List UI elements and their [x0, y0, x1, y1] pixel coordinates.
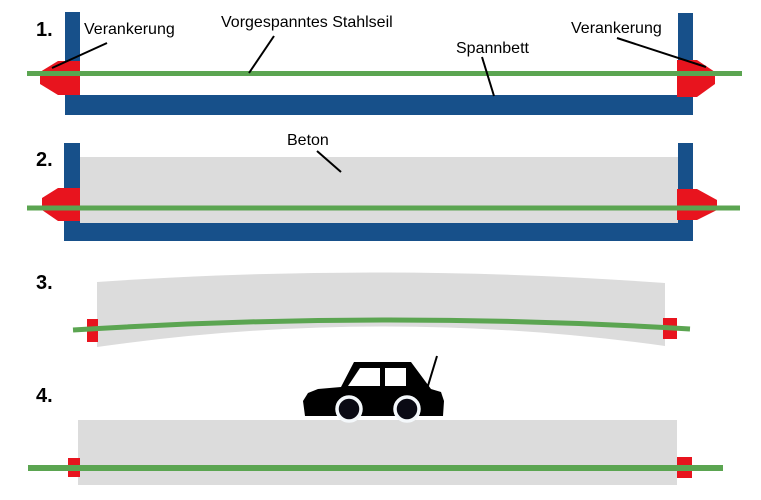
car-wheel-rear: [393, 395, 421, 423]
spannbett-bed-bar-step2: [64, 223, 693, 241]
car-window-front: [348, 368, 380, 386]
step-4-number: 4.: [36, 385, 53, 407]
step-3-group: [72, 272, 691, 347]
step-2-group: [27, 143, 740, 241]
anchor-right-step1: [677, 60, 715, 97]
step-2-number: 2.: [36, 149, 53, 171]
anchor-left-step2: [42, 188, 80, 221]
anchor-left-step1: [40, 61, 80, 95]
steel-cable-step3: [72, 317, 691, 333]
step-4-group: [28, 355, 723, 485]
car-antenna: [426, 355, 438, 390]
label-verankerung-left: Verankerung: [84, 21, 175, 38]
label-stahlseil: Vorgespanntes Stahlseil: [221, 14, 393, 31]
car-wheel-front: [335, 395, 363, 423]
leader-verankerung-left: [51, 42, 108, 69]
step-1-group: [27, 12, 742, 115]
spannbett-bed-bar: [65, 95, 693, 115]
car-window-rear: [385, 368, 406, 386]
leader-verankerung-right: [616, 37, 707, 68]
concrete-beam-cambered: [97, 272, 665, 347]
concrete-block-step2: [80, 157, 678, 223]
leader-lines: [51, 35, 707, 173]
leader-beton: [316, 150, 342, 173]
concrete-beam-loaded: [78, 420, 677, 485]
label-verankerung-right: Verankerung: [571, 20, 662, 37]
step-1-number: 1.: [36, 19, 53, 41]
car-icon: [303, 355, 444, 423]
leader-spannbett: [481, 56, 495, 97]
label-beton: Beton: [287, 132, 329, 149]
leader-stahlseil: [248, 35, 275, 74]
step-3-number: 3.: [36, 272, 53, 294]
anchor-right-step2: [677, 189, 717, 220]
label-spannbett: Spannbett: [456, 40, 529, 57]
